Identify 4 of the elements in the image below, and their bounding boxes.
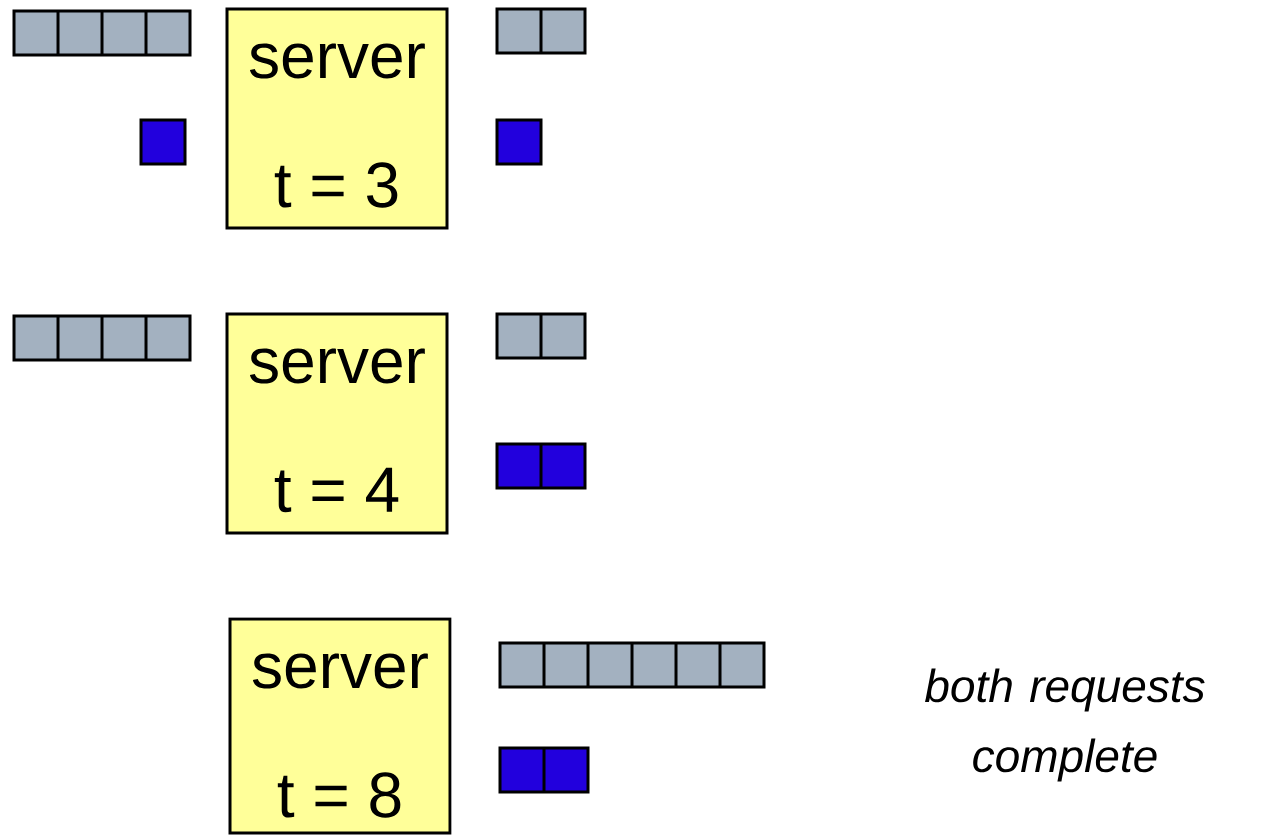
server-box: server t = 8 bbox=[228, 617, 452, 835]
server-box: server t = 4 bbox=[225, 312, 449, 535]
server-box: server t = 3 bbox=[225, 7, 449, 230]
note-text: both requests complete bbox=[925, 668, 1205, 782]
